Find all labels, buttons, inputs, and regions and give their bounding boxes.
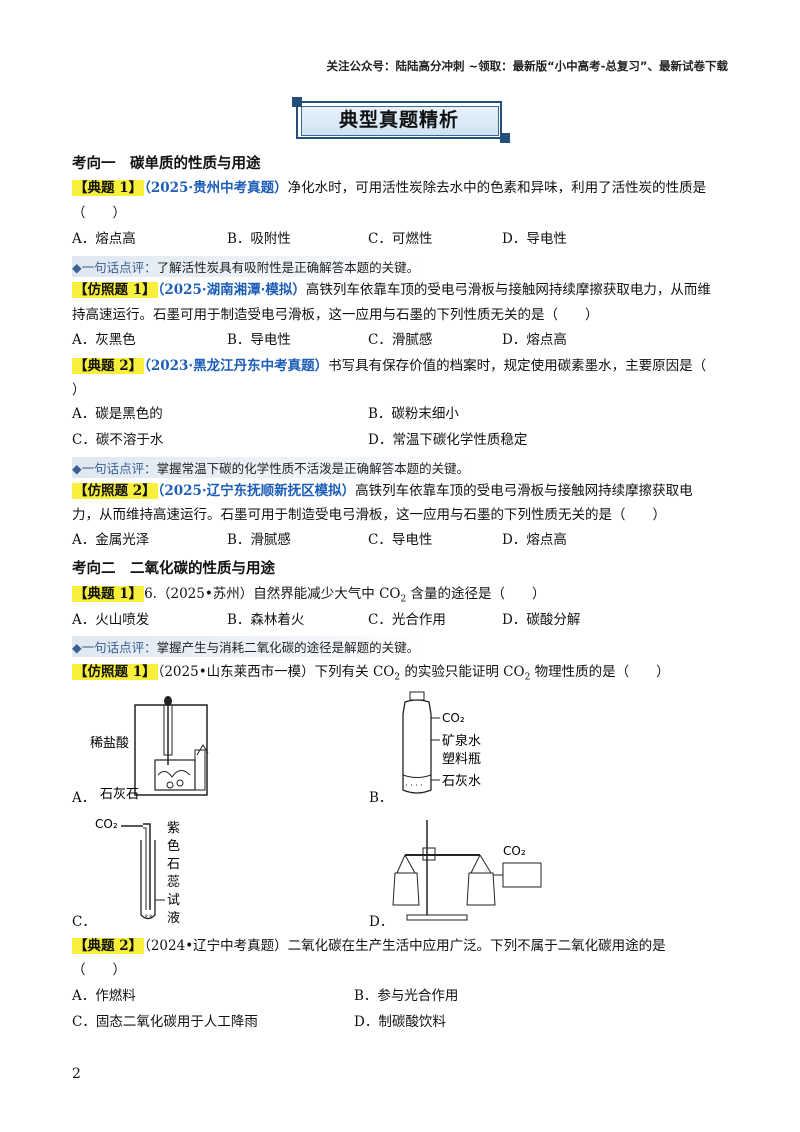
- answer-blank: （ ）: [72, 962, 126, 978]
- question-2-stem-cont: ）: [72, 382, 86, 398]
- option-d: D．: [369, 914, 394, 930]
- label-co2: CO₂: [503, 844, 526, 858]
- option-a: A．灰黑色: [72, 332, 136, 348]
- option-c: C．可燃性: [368, 231, 433, 247]
- option-a: A．熔点高: [72, 231, 136, 247]
- option-b: B．参与光合作用: [354, 988, 459, 1004]
- option-d: D．熔点高: [502, 332, 567, 348]
- comment-note-3: ◆一句话点评：掌握产生与消耗二氧化碳的途径是解题的关键。: [72, 636, 426, 657]
- question-source: （2025·贵州中考真题）: [144, 180, 288, 196]
- label-dilute-acid: 稀盐酸: [90, 736, 129, 751]
- option-c: C．碳不溶于水: [72, 432, 164, 448]
- option-d: D．导电性: [502, 231, 567, 247]
- label-limewater: 石灰水: [442, 774, 481, 789]
- imitation-1-stem-cont: 持高速运行。石墨可用于制造受电弓滑板，这一应用与石墨的下列性质无关的是（ ）: [72, 307, 599, 323]
- figure-b-bottle: · · · · CO₂ 矿泉水 塑料瓶 石灰水: [402, 691, 481, 794]
- option-a: A．碳是黑色的: [72, 406, 163, 422]
- question-2-stem: 【典题 2】（2023·黑龙江丹东中考真题）书写具有保存价值的档案时，规定使用碳…: [72, 358, 707, 374]
- svg-text:· · · ·: · · · ·: [405, 781, 423, 790]
- banner-title: 典型真题精析: [338, 109, 459, 131]
- option-a: A．作燃料: [72, 988, 136, 1004]
- figure-a-acid-limestone: 稀盐酸 石灰石: [90, 696, 209, 802]
- label-co2: CO₂: [95, 817, 118, 831]
- svg-text:蕊: 蕊: [167, 875, 180, 890]
- figure-d-balance: CO₂: [392, 820, 542, 921]
- imitation-2-stem-cont: 力，从而维持高速运行。石墨可用于制造受电弓滑板，这一应用与石墨的下列性质无关的是…: [72, 507, 666, 523]
- option-b: B．碳粉末细小: [368, 406, 459, 422]
- option-d: D．制碳酸饮料: [354, 1014, 446, 1030]
- option-b: B．滑腻感: [227, 532, 291, 548]
- svg-text:色: 色: [167, 838, 180, 854]
- question-tag: 【典题 1】: [72, 180, 145, 196]
- option-c: C．光合作用: [368, 612, 446, 628]
- figure-c-litmus-tube: CO₂ ∘∘ 紫 色 石 蕊 试 液: [95, 817, 180, 925]
- option-b: B．导电性: [227, 332, 291, 348]
- section-banner: 典型真题精析: [292, 97, 510, 143]
- svg-text:试: 试: [167, 893, 180, 908]
- option-a: A．金属光泽: [72, 532, 150, 548]
- page-number: 2: [72, 1066, 81, 1082]
- question-1-stem: 【典题 1】（2025·贵州中考真题）净化水时，可用活性炭除去水中的色素和异味，…: [72, 180, 707, 196]
- option-c: C．: [72, 914, 96, 930]
- label-mineral-water: 矿泉水: [442, 733, 481, 749]
- svg-text:∘∘: ∘∘: [144, 912, 153, 920]
- option-b: B．森林着火: [227, 612, 305, 628]
- section-heading-1: 考向一 碳单质的性质与用途: [72, 156, 261, 172]
- option-a: A．火山喷发: [72, 612, 150, 628]
- label-plastic-bottle: 塑料瓶: [442, 752, 481, 767]
- section-heading-2: 考向二 二氧化碳的性质与用途: [72, 561, 275, 577]
- page-header: 关注公众号：陆陆高分冲刺 ~领取：最新版“小中高考-总复习”、最新试卷下载: [326, 59, 728, 73]
- svg-text:石: 石: [167, 857, 180, 872]
- question-4-stem: 【典题 2】（2024•辽宁中考真题）二氧化碳在生产生活中应用广泛。下列不属于二…: [72, 938, 666, 954]
- answer-blank: （ ）: [72, 205, 126, 221]
- comment-note-2: ◆一句话点评：掌握常温下碳的化学性质不活泼是正确解答本题的关键。: [72, 457, 476, 478]
- imitation-2-stem: 【仿照题 2】（2025·辽宁东抚顺新抚区模拟）高铁列车依靠车顶的受电弓滑板与接…: [72, 483, 693, 499]
- option-d: D．熔点高: [502, 532, 567, 548]
- option-c: C．滑腻感: [368, 332, 433, 348]
- option-c: C．导电性: [368, 532, 433, 548]
- question-3-stem: 【典题 1】6.（2025•苏州）自然界能减少大气中 CO2 含量的途径是（ ）: [72, 586, 546, 605]
- option-b: B．: [369, 790, 393, 806]
- option-a: A．: [72, 790, 96, 806]
- option-b: B．吸附性: [227, 231, 291, 247]
- label-co2: CO₂: [442, 711, 465, 725]
- svg-text:紫: 紫: [167, 821, 180, 836]
- comment-note-1: ◆一句话点评：了解活性炭具有吸附性是正确解答本题的关键。: [72, 256, 426, 277]
- imitation-3-stem: 【仿照题 1】（2025•山东莱西市一模）下列有关 CO2 的实验只能证明 CO…: [72, 664, 670, 683]
- option-d: D．常温下碳化学性质稳定: [368, 432, 528, 448]
- option-d: D．碳酸分解: [502, 612, 581, 628]
- label-limestone: 石灰石: [100, 787, 139, 802]
- svg-text:液: 液: [167, 911, 180, 925]
- option-c: C．固态二氧化碳用于人工降雨: [72, 1014, 258, 1030]
- imitation-1-stem: 【仿照题 1】（2025·湖南湘潭·模拟）高铁列车依靠车顶的受电弓滑板与接触网持…: [72, 282, 711, 298]
